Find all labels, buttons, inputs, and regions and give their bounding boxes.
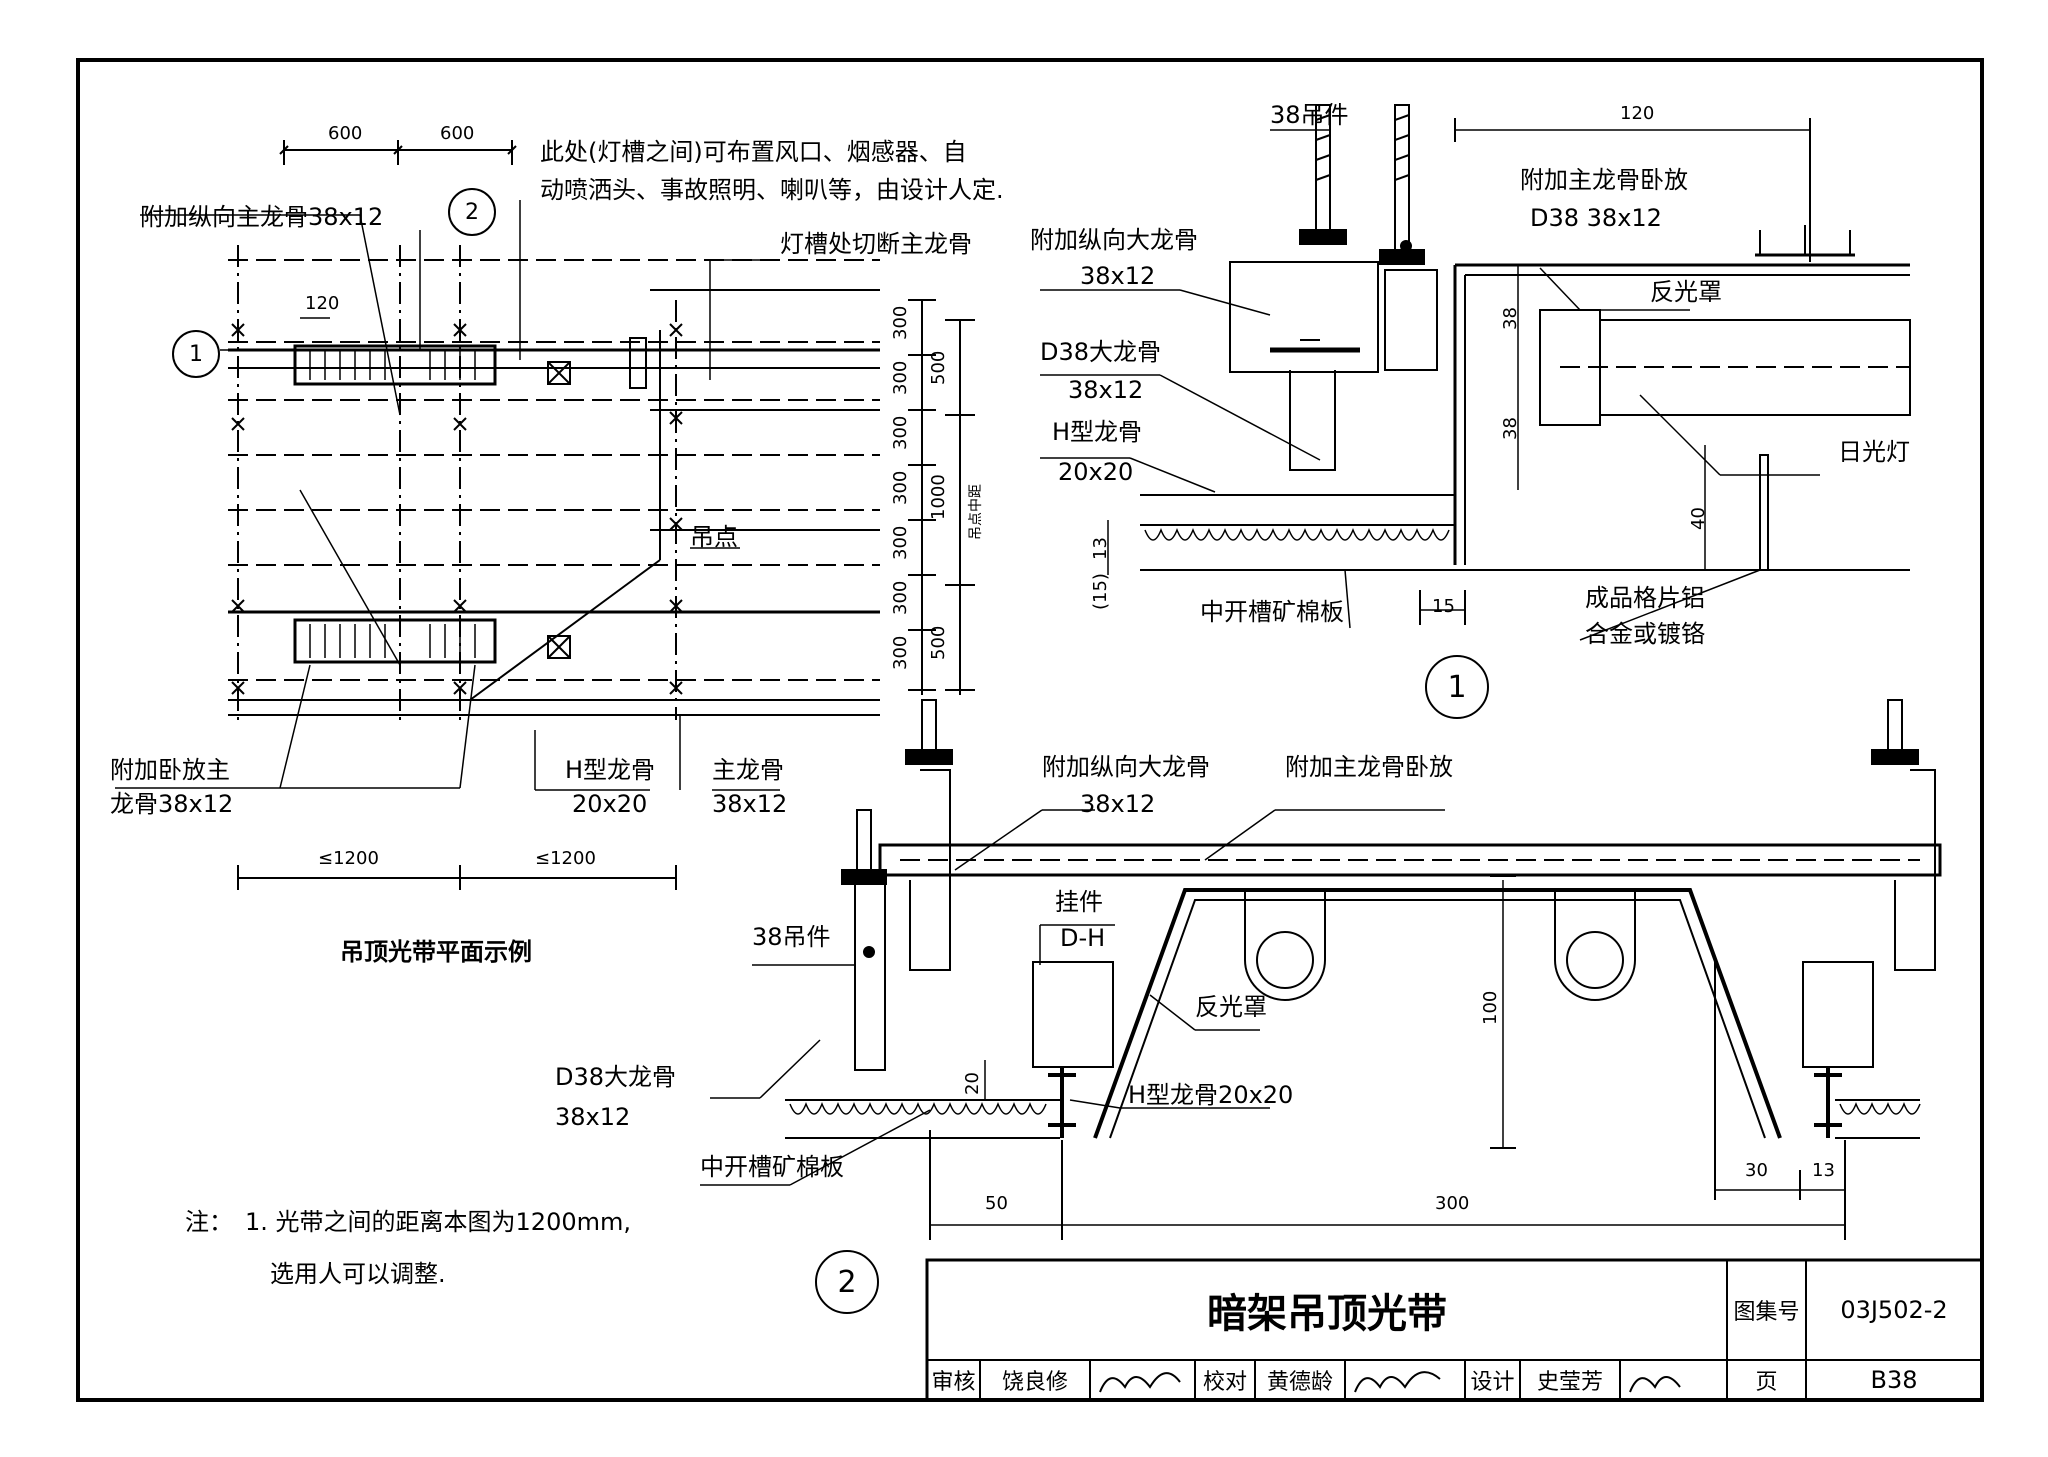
detail1-label-d38-2: 38x12 — [1068, 376, 1144, 404]
plan-vdim-note: 吊点中距 — [968, 484, 984, 540]
plan-callout-2: 2 — [448, 188, 496, 236]
detail1-label-38-hanger: 38吊件 — [1270, 101, 1349, 129]
detail1-label-grille-2: 合金或镀铬 — [1585, 620, 1705, 648]
plan-vdim-6: 300 — [890, 580, 911, 615]
plan-vdim-2: 300 — [890, 360, 911, 395]
plan-label-h-keel-2: 20x20 — [572, 790, 648, 818]
plan-callout-1: 1 — [172, 330, 220, 378]
detail1-label-long-big-2: 38x12 — [1080, 262, 1156, 290]
atlas-label: 图集号 — [1733, 1300, 1800, 1325]
plan-vdim-4: 300 — [890, 470, 911, 505]
plan-vdim-1000: 1000 — [928, 474, 949, 520]
detail1-label-h-keel-1: H型龙骨 — [1052, 418, 1143, 446]
plan-dim-1200-b: ≤1200 — [535, 848, 596, 869]
detail-2-drawing — [700, 699, 1942, 1240]
detail1-dim-120: 120 — [1620, 103, 1655, 124]
plan-dim-1200-a: ≤1200 — [318, 848, 379, 869]
checker-name: 黄德龄 — [1266, 1370, 1333, 1395]
detail1-label-d38-1: D38大龙骨 — [1040, 338, 1162, 366]
detail2-label-d38-2: 38x12 — [555, 1103, 631, 1131]
page-label: 页 — [1755, 1370, 1778, 1395]
plan-label-h-keel-1: H型龙骨 — [565, 756, 656, 784]
detail1-label-board: 中开槽矿棉板 — [1200, 598, 1344, 626]
detail1-dim-38-b: 38 — [1500, 417, 1521, 440]
detail2-label-clip-2: D-H — [1060, 924, 1106, 952]
detail1-dim-15: 15 — [1432, 596, 1455, 617]
detail2-label-flat-main: 附加主龙骨卧放 — [1285, 753, 1453, 781]
design-label: 设计 — [1470, 1370, 1515, 1395]
notes-line2: 选用人可以调整. — [270, 1260, 446, 1288]
detail2-label-reflector: 反光罩 — [1195, 993, 1267, 1021]
detail2-dim-30: 30 — [1745, 1160, 1768, 1181]
detail-1-drawing — [1040, 104, 1911, 641]
reviewer-name: 饶良修 — [1001, 1370, 1068, 1395]
plan-vdim-1: 300 — [890, 305, 911, 340]
detail1-label-reflector: 反光罩 — [1650, 278, 1722, 306]
page-no: B38 — [1870, 1366, 1918, 1394]
atlas-no: 03J502-2 — [1840, 1296, 1948, 1324]
plan-vdim-500-a: 500 — [928, 350, 949, 385]
plan-note-line1: 此处(灯槽之间)可布置风口、烟感器、自 — [540, 138, 967, 166]
detail2-dim-50: 50 — [985, 1193, 1008, 1214]
detail2-number: 2 — [815, 1250, 879, 1314]
detail1-label-long-big-1: 附加纵向大龙骨 — [1030, 226, 1198, 254]
plan-label-cut: 灯槽处切断主龙骨 — [780, 230, 972, 258]
plan-vdim-500-b: 500 — [928, 625, 949, 660]
sheet-title: 暗架吊顶光带 — [1207, 1291, 1447, 1337]
title-block — [925, 1258, 1984, 1402]
detail2-label-clip-1: 挂件 — [1055, 888, 1103, 916]
detail2-label-long-big-2: 38x12 — [1080, 790, 1156, 818]
detail1-label-flat-main-2: D38 38x12 — [1530, 204, 1662, 232]
detail2-label-38-hanger: 38吊件 — [752, 923, 831, 951]
plan-label-flat-main-2: 龙骨38x12 — [110, 790, 234, 818]
plan-note-line2: 动喷洒头、事故照明、喇叭等，由设计人定. — [540, 176, 1004, 204]
designer-name: 史莹芳 — [1536, 1370, 1603, 1395]
plan-vdim-3: 300 — [890, 415, 911, 450]
detail1-dim-15-v: (15) — [1090, 573, 1111, 610]
detail1-dim-38-a: 38 — [1500, 307, 1521, 330]
plan-vdim-7: 300 — [890, 635, 911, 670]
detail2-label-board: 中开槽矿棉板 — [700, 1153, 844, 1181]
notes-line1: 1. 光带之间的距离本图为1200mm, — [245, 1208, 631, 1236]
plan-dim-600-a: 600 — [328, 123, 363, 144]
sheet-border — [76, 58, 1984, 1402]
detail1-label-h-keel-2: 20x20 — [1058, 458, 1134, 486]
detail2-label-h-keel: H型龙骨20x20 — [1128, 1081, 1294, 1109]
detail2-dim-13: 13 — [1812, 1160, 1835, 1181]
detail2-label-d38-1: D38大龙骨 — [555, 1063, 677, 1091]
notes-prefix: 注： — [185, 1208, 233, 1236]
detail1-label-lamp: 日光灯 — [1838, 438, 1910, 466]
plan-label-long-main: 附加纵向主龙骨38x12 — [140, 203, 384, 231]
plan-title: 吊顶光带平面示例 — [340, 938, 532, 966]
plan-label-main-keel-2: 38x12 — [712, 790, 788, 818]
detail2-dim-100: 100 — [1480, 990, 1501, 1025]
plan-label-flat-main-1: 附加卧放主 — [110, 756, 230, 784]
plan-label-main-keel-1: 主龙骨 — [712, 756, 784, 784]
detail1-label-grille-1: 成品格片铝 — [1585, 584, 1705, 612]
plan-view — [115, 140, 975, 890]
detail2-label-long-big-1: 附加纵向大龙骨 — [1042, 753, 1210, 781]
review-label: 审核 — [931, 1370, 976, 1395]
detail1-number: 1 — [1425, 655, 1489, 719]
plan-dim-600-b: 600 — [440, 123, 475, 144]
check-label: 校对 — [1202, 1370, 1247, 1395]
plan-vdim-5: 300 — [890, 525, 911, 560]
detail2-dim-20: 20 — [962, 1072, 983, 1095]
signature-marks — [1099, 1371, 1681, 1393]
plan-dim-120: 120 — [305, 293, 340, 314]
detail1-label-flat-main-1: 附加主龙骨卧放 — [1520, 166, 1688, 194]
detail1-dim-40: 40 — [1688, 507, 1709, 530]
detail2-dim-300: 300 — [1435, 1193, 1470, 1214]
plan-label-hanger-point: 吊点 — [690, 523, 738, 551]
detail1-dim-13: 13 — [1090, 537, 1111, 560]
